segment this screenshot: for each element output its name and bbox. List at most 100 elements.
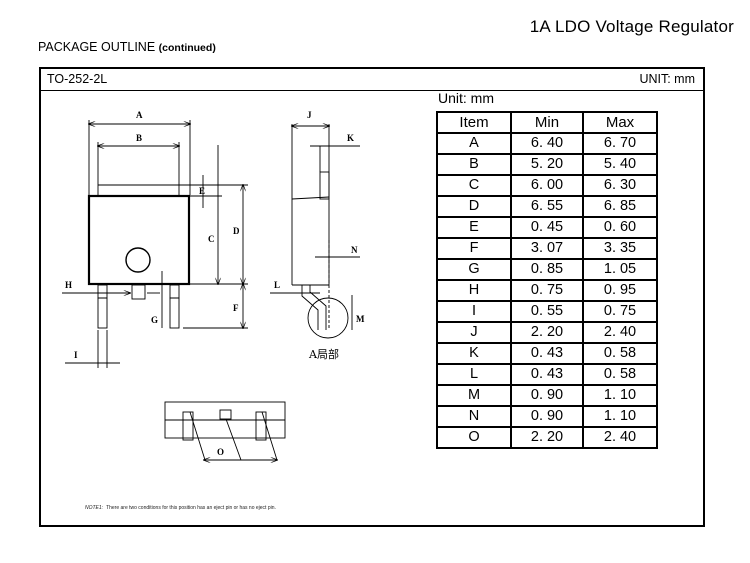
cell-min: 3. 07 — [510, 237, 584, 260]
table-header-row: Item Min Max — [436, 111, 658, 134]
cell-max: 5. 40 — [582, 153, 658, 176]
cell-item: L — [436, 363, 512, 386]
label-O: O — [217, 447, 224, 457]
cell-min: 2. 20 — [510, 426, 584, 449]
cell-min: 6. 00 — [510, 174, 584, 197]
cell-max: 0. 75 — [582, 300, 658, 323]
cell-item: M — [436, 384, 512, 407]
section-title-sub: (continued) — [158, 42, 216, 54]
label-K: K — [347, 133, 354, 143]
cell-item: N — [436, 405, 512, 428]
cell-min: 6. 55 — [510, 195, 584, 218]
cell-min: 0. 90 — [510, 384, 584, 407]
frame-header: TO-252-2L UNIT: mm — [41, 69, 703, 91]
label-E: E — [199, 186, 205, 196]
cell-max: 0. 60 — [582, 216, 658, 239]
cell-max: 1. 05 — [582, 258, 658, 281]
cell-min: 5. 20 — [510, 153, 584, 176]
note: NOTE1:There are two conditions for this … — [85, 505, 276, 511]
cell-item: G — [436, 258, 512, 281]
cell-item: D — [436, 195, 512, 218]
cell-max: 1. 10 — [582, 384, 658, 407]
label-N: N — [351, 245, 358, 255]
detail-label: A局部 — [309, 348, 339, 361]
package-name: TO-252-2L — [47, 72, 108, 86]
cell-max: 3. 35 — [582, 237, 658, 260]
note-text: There are two conditions for this positi… — [106, 505, 276, 511]
cell-max: 0. 58 — [582, 342, 658, 365]
cell-min: 0. 43 — [510, 363, 584, 386]
detail-circle — [307, 297, 349, 339]
table-unit-label: Unit: mm — [438, 90, 494, 106]
cell-max: 0. 58 — [582, 363, 658, 386]
dimension-labels: A B E C D F G H I J K N L M O — [65, 110, 365, 457]
section-title: PACKAGE OUTLINE (continued) — [38, 40, 216, 54]
cell-max: 2. 40 — [582, 321, 658, 344]
cell-max: 1. 10 — [582, 405, 658, 428]
cell-item: O — [436, 426, 512, 449]
cell-item: C — [436, 174, 512, 197]
cell-min: 0. 75 — [510, 279, 584, 302]
cell-item: A — [436, 132, 512, 155]
label-D: D — [233, 226, 240, 236]
label-B: B — [136, 133, 142, 143]
section-title-main: PACKAGE OUTLINE — [38, 40, 156, 54]
note-tag: NOTE1: — [85, 505, 104, 511]
cell-max: 6. 85 — [582, 195, 658, 218]
cell-item: F — [436, 237, 512, 260]
cell-item: H — [436, 279, 512, 302]
cell-min: 6. 40 — [510, 132, 584, 155]
document-title: 1A LDO Voltage Regulator — [529, 17, 734, 36]
bottom-view — [164, 401, 286, 460]
label-H: H — [65, 280, 72, 290]
package-body — [87, 194, 191, 286]
label-M: M — [356, 314, 365, 324]
side-view — [270, 124, 360, 339]
label-I: I — [74, 350, 78, 360]
header-item: Item — [436, 111, 512, 134]
cell-min: 2. 20 — [510, 321, 584, 344]
top-view — [62, 120, 248, 368]
cell-max: 6. 70 — [582, 132, 658, 155]
cell-item: J — [436, 321, 512, 344]
header-max: Max — [582, 111, 658, 134]
cell-item: I — [436, 300, 512, 323]
label-C: C — [208, 234, 215, 244]
cell-min: 0. 45 — [510, 216, 584, 239]
cell-item: E — [436, 216, 512, 239]
cell-min: 0. 55 — [510, 300, 584, 323]
header-min: Min — [510, 111, 584, 134]
label-G: G — [151, 315, 158, 325]
unit-label: UNIT: mm — [639, 72, 695, 86]
cell-item: K — [436, 342, 512, 365]
cell-max: 0. 95 — [582, 279, 658, 302]
label-A: A — [136, 110, 143, 120]
label-L: L — [274, 280, 280, 290]
label-F: F — [233, 303, 239, 313]
cell-min: 0. 43 — [510, 342, 584, 365]
label-J: J — [307, 110, 312, 120]
cell-min: 0. 85 — [510, 258, 584, 281]
cell-max: 6. 30 — [582, 174, 658, 197]
mounting-hole — [125, 247, 151, 273]
cell-max: 2. 40 — [582, 426, 658, 449]
package-frame: TO-252-2L UNIT: mm — [39, 67, 705, 527]
cell-item: B — [436, 153, 512, 176]
cell-min: 0. 90 — [510, 405, 584, 428]
